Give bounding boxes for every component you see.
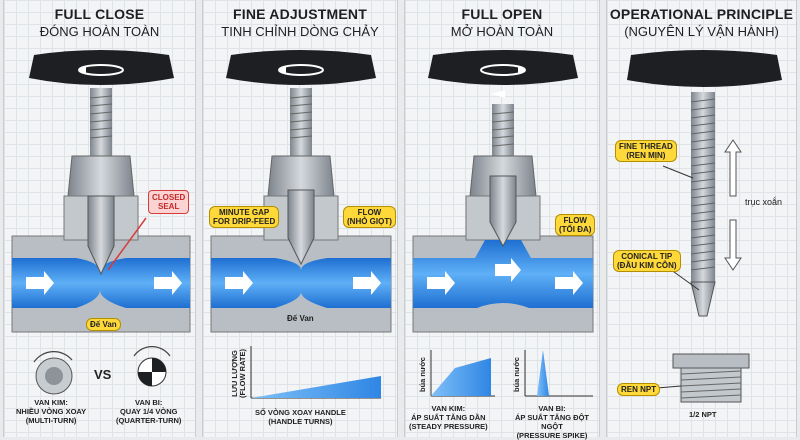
flow-arrow-icon: [427, 271, 455, 295]
needle-tip: [87, 195, 115, 276]
bonnet-nut: [67, 155, 135, 197]
panel-title: FULL CLOSE: [54, 6, 145, 22]
panel-subtitle: MỞ HOÀN TOÀN: [450, 24, 554, 39]
npt-hex: [672, 353, 750, 369]
stem-illustration: [627, 50, 782, 403]
down-arrow-icon: [724, 219, 742, 271]
panel-fine-adjustment: FINE ADJUSTMENT TINH CHỈNH DÒNG CHẢY: [202, 0, 398, 437]
stem: [90, 88, 112, 158]
panel-operational-principle: OPERATIONAL PRINCIPLE (NGUYÊN LÝ VẬN HÀN…: [606, 0, 797, 437]
handle-knob: [226, 50, 376, 85]
chart-y-label: búa nước: [512, 357, 521, 392]
conical-tip-label: CONICAL TIP (ĐẦU KIM CÔN): [613, 250, 681, 272]
panel-subtitle: (NGUYÊN LÝ VẬN HÀNH): [624, 24, 779, 39]
valve-fine-illustration: [210, 50, 392, 399]
panel-subtitle: TINH CHỈNH DÒNG CHẢY: [221, 24, 379, 39]
flow-arrow-icon: [555, 271, 583, 295]
flow-arrow-icon: [495, 258, 521, 282]
vs-label: VS: [94, 367, 112, 382]
closed-seal-label: CLOSED SEAL: [148, 190, 190, 214]
chart-y-label: LƯU LƯỢNG (FLOW RATE): [230, 348, 247, 398]
flow-arrow-icon: [26, 271, 54, 295]
panel-full-close: FULL CLOSE ĐÓNG HOÀN TOÀN: [3, 0, 196, 437]
needle-tip: [489, 175, 517, 248]
ball-valve-caption: VAN BI: QUAY 1/4 VÒNG (QUARTER-TURN): [116, 398, 182, 425]
chart-x-label: SỐ VÒNG XOAY HANDLE (HANDLE TURNS): [255, 408, 346, 426]
reverse-arrow-icon: [491, 90, 505, 98]
axis-label: trục xoắn: [745, 197, 783, 207]
flow-arrow-icon: [154, 271, 182, 295]
water-flow: [12, 258, 190, 308]
flow-label: FLOW (TỐI ĐA): [555, 214, 596, 236]
flow-arrow-icon: [225, 271, 253, 295]
npt-size-label: 1/2 NPT: [689, 410, 717, 419]
flow-arrow-icon: [353, 271, 381, 295]
handle-knob: [29, 50, 174, 85]
water-flow: [211, 258, 391, 308]
ball-pressure-caption: VAN BI: ÁP SUẤT TĂNG ĐỘT NGỘT (PRESSURE …: [514, 404, 590, 440]
needle-valve-caption: VAN KIM: NHIỀU VÒNG XOAY (MULTI-TURN): [16, 398, 87, 425]
handle-knob: [428, 50, 578, 85]
valve-closed-illustration: [11, 50, 191, 395]
minute-gap-label: MINUTE GAP FOR DRIP-FEED: [209, 206, 280, 228]
fine-thread-label: FINE THREAD (REN MỊN): [615, 140, 677, 162]
panel-title: OPERATIONAL PRINCIPLE: [609, 6, 794, 22]
valve-open-illustration: [412, 50, 594, 397]
stem: [290, 88, 312, 158]
seat-label: Đế Van: [287, 314, 314, 323]
needle-tip: [287, 189, 315, 266]
conical-tip: [690, 281, 716, 317]
chart-y-label: búa nước: [418, 357, 427, 392]
panel-subtitle: ĐÓNG HOÀN TOÀN: [39, 24, 160, 39]
pressure-spike-area: [537, 350, 549, 396]
handle-knob: [627, 50, 782, 87]
steady-pressure-area: [431, 358, 491, 396]
seat-label: Đế Van: [86, 318, 121, 331]
up-arrow-icon: [724, 139, 742, 197]
npt-thread-label: REN NPT: [617, 383, 661, 396]
panel-full-open: FULL OPEN MỞ HOÀN TOÀN: [404, 0, 600, 440]
needle-pressure-caption: VAN KIM: ÁP SUẤT TĂNG DẦN (STEADY PRESSU…: [409, 404, 488, 431]
panel-title: FINE ADJUSTMENT: [233, 6, 367, 22]
flow-rate-area: [251, 376, 381, 398]
panel-title: FULL OPEN: [461, 6, 543, 22]
flow-label: FLOW (NHỎ GIỌT): [343, 206, 396, 228]
